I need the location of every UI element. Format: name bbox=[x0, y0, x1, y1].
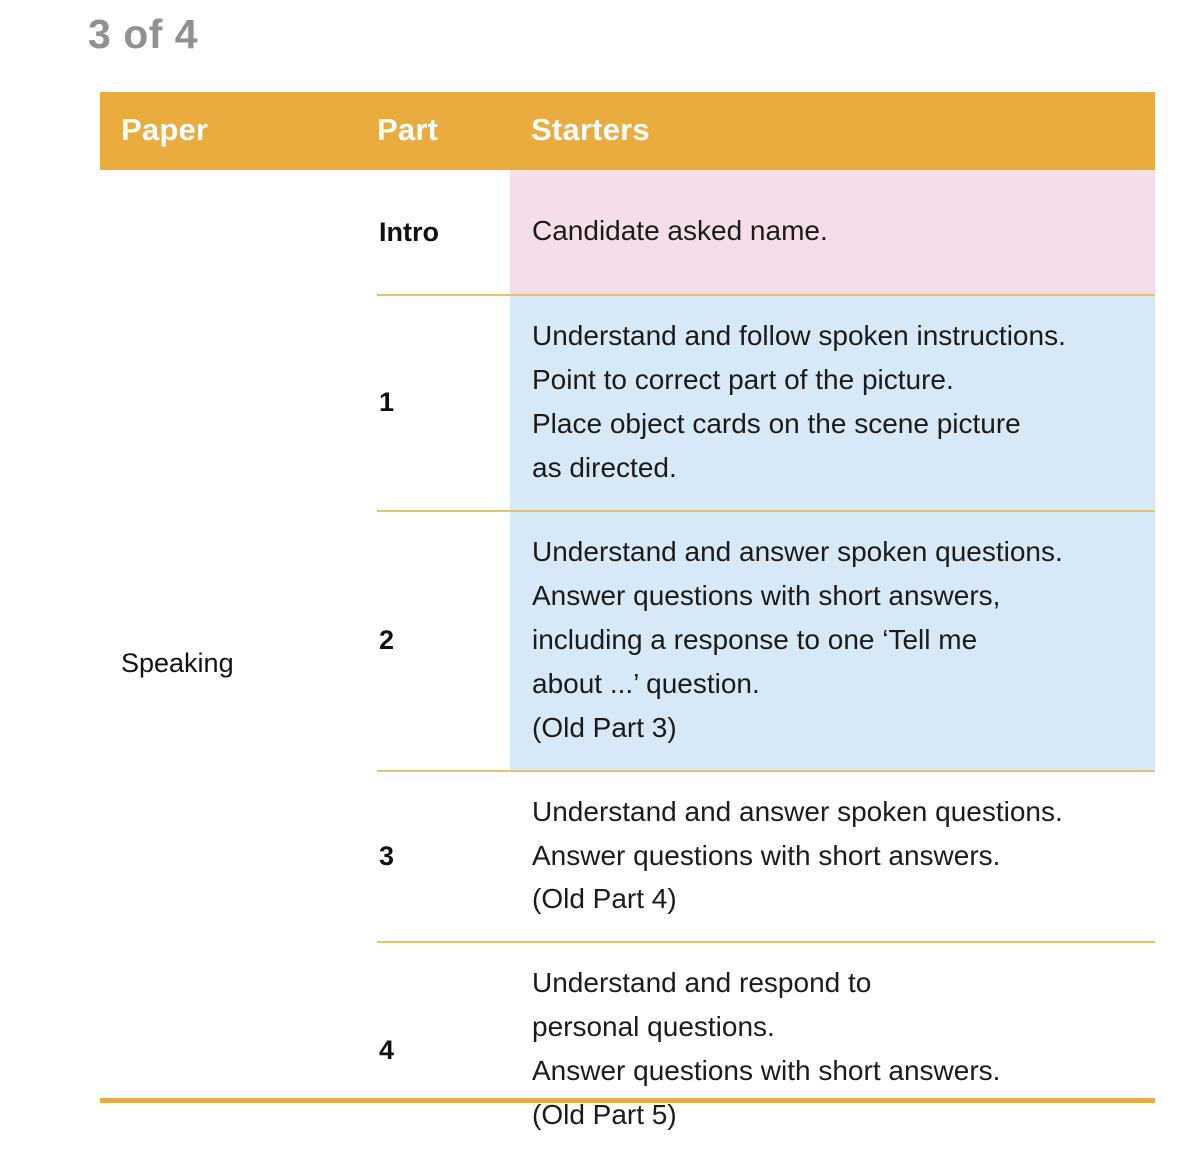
column-header-part: Part bbox=[377, 92, 510, 170]
table-row: 1 Understand and follow spoken instructi… bbox=[100, 294, 1155, 511]
table-row: 3 Understand and answer spoken questions… bbox=[100, 769, 1155, 943]
table-body: Speaking Intro Candidate asked name. 1 U… bbox=[100, 170, 1155, 1157]
page-indicator: 3 of 4 bbox=[88, 11, 199, 57]
assessment-table-wrapper: Paper Part Starters Speaking Intro Candi… bbox=[100, 92, 1155, 1157]
part-cell-intro: Intro bbox=[379, 216, 439, 247]
table-header: Paper Part Starters bbox=[100, 92, 1155, 170]
starters-cell-intro: Candidate asked name. bbox=[510, 170, 1155, 295]
starters-cell-1: Understand and follow spoken instruction… bbox=[510, 294, 1155, 511]
table-header-row: Paper Part Starters bbox=[100, 92, 1155, 170]
part-cell-4: 4 bbox=[377, 941, 510, 1157]
table-bottom-rule bbox=[100, 1098, 1155, 1103]
table-row: Speaking Intro Candidate asked name. bbox=[100, 170, 1155, 677]
part-cell-1: 1 bbox=[377, 294, 510, 511]
starters-cell-4: Understand and respond to personal quest… bbox=[510, 941, 1155, 1157]
paper-cell-speaking: Speaking bbox=[121, 648, 234, 679]
part-cell-3: 3 bbox=[377, 769, 510, 943]
column-header-starters: Starters bbox=[510, 92, 1155, 170]
table-row: 4 Understand and respond to personal que… bbox=[100, 941, 1155, 1157]
starters-cell-3: Understand and answer spoken questions. … bbox=[510, 769, 1155, 943]
table-row: 2 Understand and answer spoken questions… bbox=[100, 509, 1155, 771]
assessment-table: Paper Part Starters Speaking Intro Candi… bbox=[100, 92, 1155, 1157]
starters-cell-2: Understand and answer spoken questions. … bbox=[510, 509, 1155, 771]
part-cell-2: 2 bbox=[377, 509, 510, 771]
column-header-paper: Paper bbox=[100, 92, 377, 170]
